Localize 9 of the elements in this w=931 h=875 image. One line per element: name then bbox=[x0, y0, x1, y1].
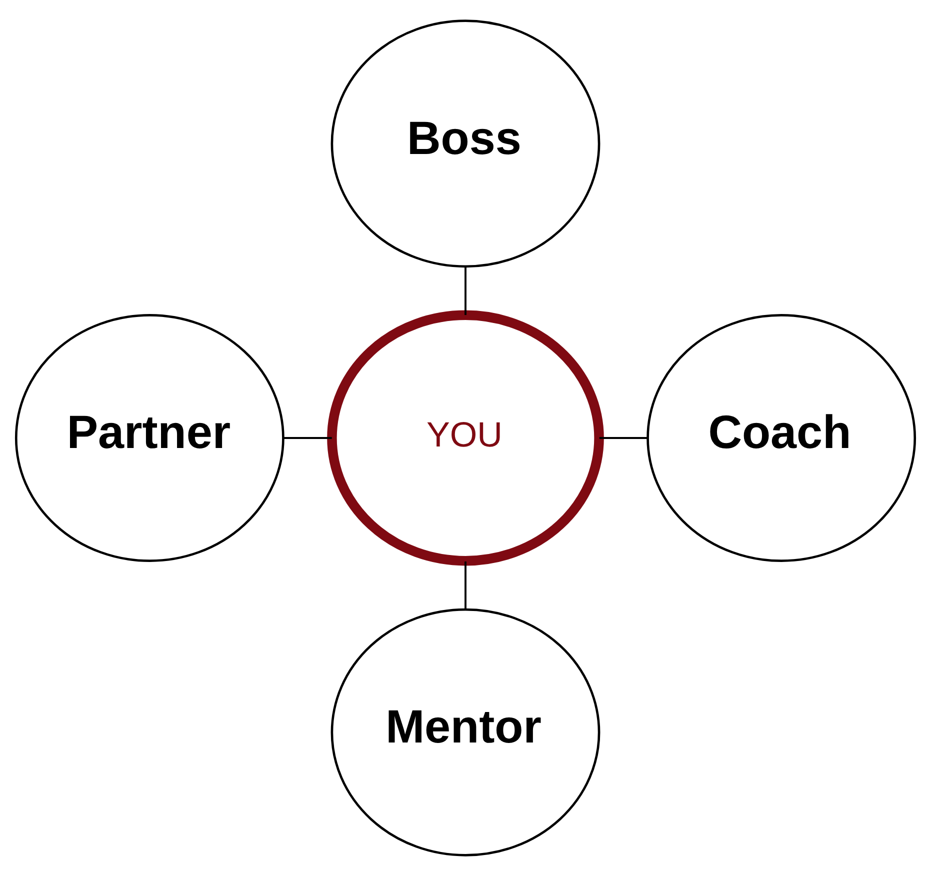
connector bbox=[464, 560, 466, 609]
node-circle: Partner bbox=[14, 314, 284, 562]
node-circle: Boss bbox=[330, 19, 600, 268]
connector bbox=[464, 266, 466, 315]
connector bbox=[599, 436, 648, 438]
connector bbox=[284, 436, 332, 438]
node-circle: Mentor bbox=[330, 608, 600, 856]
node-circle: YOU bbox=[327, 310, 604, 566]
node-circle: Coach bbox=[646, 314, 916, 562]
